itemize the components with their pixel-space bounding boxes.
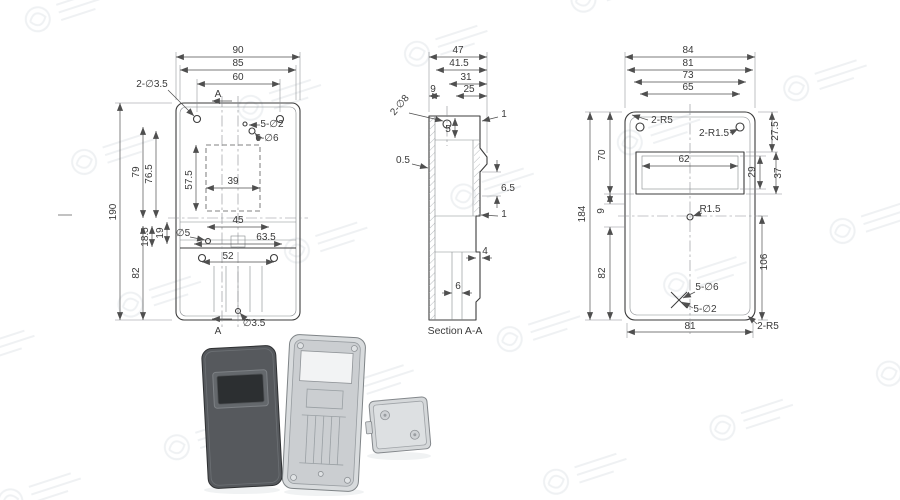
note-R1.5: R1.5 bbox=[699, 204, 721, 215]
iso-front-enclosure bbox=[201, 345, 283, 489]
side-hatch-left-wall bbox=[429, 116, 435, 320]
dim-label-190: 190 bbox=[108, 203, 119, 220]
dim-label-79: 79 bbox=[131, 166, 142, 178]
dim-label-81-top: 81 bbox=[682, 58, 694, 69]
front-view: 90 85 60 2-∅3.5 A A 5-∅2 6-∅6 190 79 76.… bbox=[108, 45, 308, 337]
dim-label-73: 73 bbox=[682, 70, 694, 81]
note-d5: ∅5 bbox=[176, 228, 191, 239]
dim-label-63.5: 63.5 bbox=[256, 232, 276, 243]
dim-label-19: 19 bbox=[155, 227, 166, 239]
dim-label-184: 184 bbox=[577, 205, 588, 222]
iso-window-opening bbox=[299, 350, 354, 384]
section-caption: Section A-A bbox=[428, 325, 483, 337]
dim-label-106: 106 bbox=[759, 253, 770, 270]
dim-label-6: 6 bbox=[455, 281, 461, 292]
dim-label-47: 47 bbox=[452, 45, 464, 56]
iso-shadow-3 bbox=[367, 452, 431, 460]
dim-label-37: 37 bbox=[773, 167, 784, 179]
dim-label-84: 84 bbox=[682, 45, 694, 56]
dim-label-1-mid: 1 bbox=[501, 209, 507, 220]
back-hole-top-right bbox=[735, 122, 745, 132]
dim-label-9: 9 bbox=[430, 84, 436, 95]
dim-label-90: 90 bbox=[232, 45, 244, 56]
dim-label-52: 52 bbox=[222, 251, 234, 262]
front-hole-top-left bbox=[192, 114, 202, 124]
side-section-view: 47 41.5 31 25 9 2-∅8 5 1 0.5 6.5 1 4 6 S… bbox=[388, 45, 515, 337]
note-2xR1.5: 2-R1.5 bbox=[699, 128, 729, 139]
dim-label-18.5: 18.5 bbox=[140, 227, 151, 247]
dim-label-82-left: 82 bbox=[597, 267, 608, 279]
dim-label-76.5: 76.5 bbox=[144, 164, 155, 184]
side-hatch-right-wall bbox=[474, 142, 480, 216]
dim-label-31: 31 bbox=[460, 72, 472, 83]
note-2xR5-bottom: 2-R5 bbox=[757, 321, 779, 332]
dim-label-6.5: 6.5 bbox=[501, 183, 515, 194]
dim-label-4: 4 bbox=[482, 246, 488, 257]
dim-label-82: 82 bbox=[131, 267, 142, 279]
iso-screen bbox=[216, 373, 265, 405]
front-hole-top-right bbox=[275, 114, 285, 124]
dim-label-85: 85 bbox=[232, 58, 244, 69]
front-small-hole-1 bbox=[242, 121, 248, 127]
note-2xd3.5: 2-∅3.5 bbox=[136, 79, 168, 90]
dim-label-27.5: 27.5 bbox=[770, 121, 781, 141]
note-5xd6: 5-∅6 bbox=[695, 282, 719, 293]
dim-label-41.5: 41.5 bbox=[449, 58, 469, 69]
back-center-hole bbox=[686, 213, 694, 221]
dim-label-0.5: 0.5 bbox=[396, 155, 410, 166]
dim-label-29: 29 bbox=[747, 166, 758, 178]
dim-label-39: 39 bbox=[227, 176, 239, 187]
back-hole-top-left bbox=[635, 122, 645, 132]
dim-label-5: 5 bbox=[445, 124, 451, 135]
dim-label-65: 65 bbox=[682, 82, 694, 93]
dim-label-70: 70 bbox=[597, 149, 608, 161]
note-5xd2: 5-∅2 bbox=[260, 119, 284, 130]
front-screw-right bbox=[269, 253, 279, 263]
dim-label-9-left: 9 bbox=[596, 208, 607, 214]
note-d3.5: ∅3.5 bbox=[243, 318, 266, 329]
iso-cover-tab bbox=[365, 421, 373, 435]
dim-label-60: 60 bbox=[232, 72, 244, 83]
note-2xR5-top: 2-R5 bbox=[651, 115, 673, 126]
note-6xd6: 6-∅6 bbox=[255, 133, 279, 144]
iso-cover-plate bbox=[365, 396, 432, 454]
section-letter-top: A bbox=[215, 89, 222, 100]
iso-back-shell bbox=[281, 334, 366, 492]
dim-label-25: 25 bbox=[463, 84, 475, 95]
dim-label-62: 62 bbox=[678, 154, 690, 165]
back-view: 84 81 73 65 2-R5 2-R1.5 27.5 62 29 37 70… bbox=[577, 45, 784, 338]
dim-label-45: 45 bbox=[232, 215, 244, 226]
dim-label-81-bottom: 81 bbox=[684, 321, 696, 332]
dim-label-57.5: 57.5 bbox=[184, 170, 195, 190]
dim-label-1-top: 1 bbox=[501, 109, 507, 120]
note-5xd2: 5-∅2 bbox=[693, 304, 717, 315]
section-letter-bottom: A bbox=[215, 326, 222, 337]
front-display-window-dashed bbox=[205, 144, 261, 212]
